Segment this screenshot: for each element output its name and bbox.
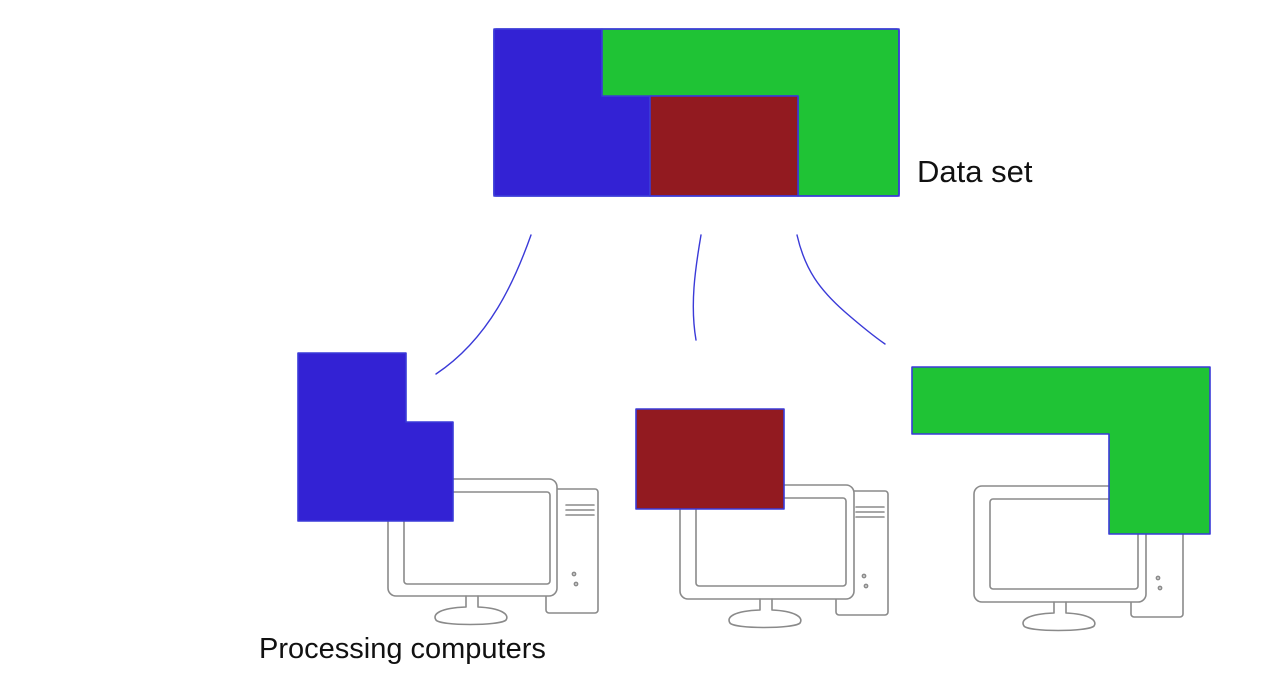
monitor-stand [728, 598, 802, 629]
dataset-part-b [649, 95, 799, 197]
monitor-stand [434, 595, 508, 626]
assigned-part-c [911, 366, 1211, 535]
desktop-computer-icon [973, 485, 1184, 632]
connector-to-part-c [796, 234, 886, 345]
tower-led [861, 573, 867, 579]
monitor-screen [989, 498, 1139, 590]
monitor-stand [1022, 601, 1096, 632]
dataset-block [493, 28, 900, 197]
assigned-part-b [635, 408, 785, 510]
monitor [973, 485, 1147, 603]
monitor-screen [403, 491, 551, 585]
assigned-part-a [297, 352, 454, 522]
connector-to-part-a [435, 234, 532, 375]
tower-led [1157, 585, 1163, 591]
tower-led [573, 581, 579, 587]
computers-label: Processing computers [259, 633, 546, 665]
dataset-label: Data set [917, 154, 1033, 189]
connector-to-part-b [692, 234, 702, 341]
tower-led [863, 583, 869, 589]
tower-led [571, 571, 577, 577]
tower-led [1155, 575, 1161, 581]
processing-computer-3 [973, 485, 1184, 632]
dataset-outline [493, 28, 900, 197]
